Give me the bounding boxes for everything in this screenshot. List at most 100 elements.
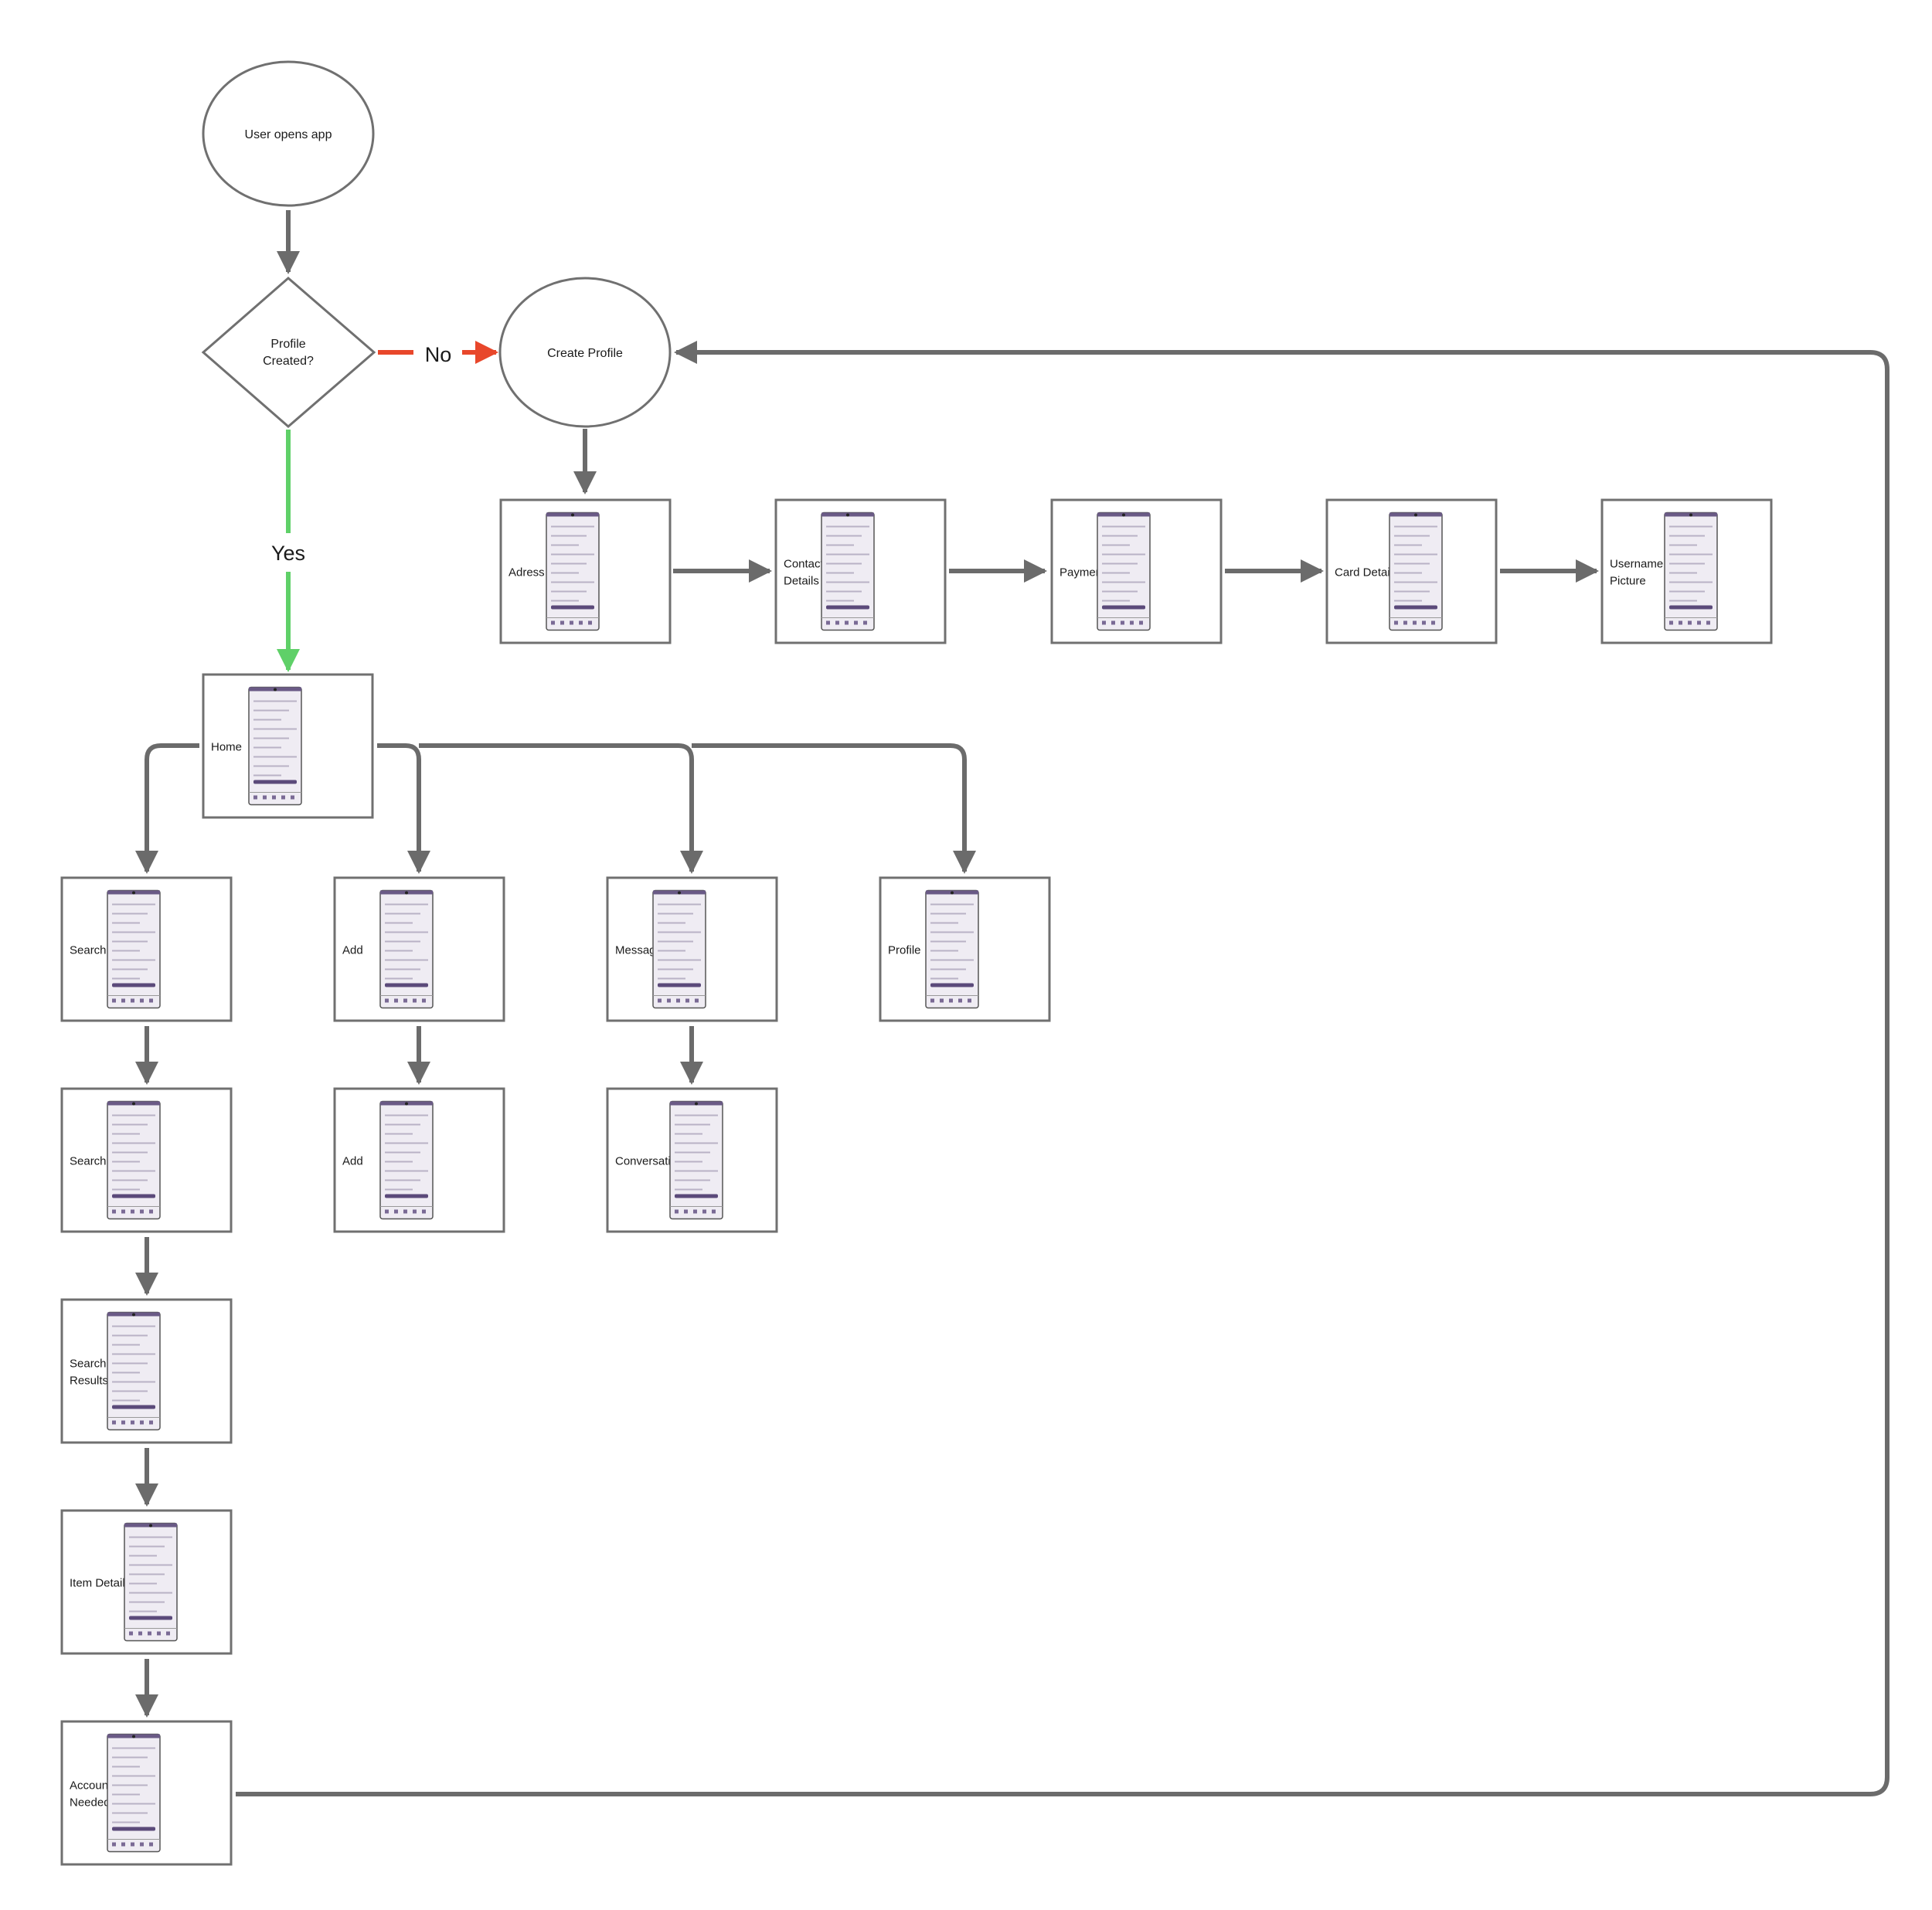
- screen-tab-icon: [394, 1209, 398, 1214]
- screen-tab-icon: [551, 620, 555, 625]
- screen-tab-icon: [1669, 620, 1673, 625]
- step-home-screenshot: [248, 686, 302, 806]
- screen-tab-icon: [588, 620, 592, 625]
- create-profile-ellipse: [498, 277, 672, 428]
- step-item-details-label: Item Details: [70, 1577, 131, 1590]
- screen-frame: [248, 686, 302, 806]
- screen-tab-icon: [1111, 620, 1115, 625]
- screen-frame: [107, 1100, 161, 1220]
- step-contact-details-label-2: Details: [784, 575, 819, 588]
- arrow-home-to-add: [377, 743, 430, 874]
- screen-tab-icon: [695, 998, 699, 1003]
- start-ellipse: [202, 60, 375, 207]
- screen-tab-icon: [1413, 620, 1417, 625]
- screen-tab-icon: [291, 795, 294, 800]
- camera-dot: [274, 688, 277, 692]
- screen-frame: [379, 1100, 434, 1220]
- step-searching-screenshot: [107, 1100, 161, 1220]
- screen-tab-icon: [422, 998, 426, 1003]
- step-profile-screenshot: [925, 889, 979, 1009]
- screen-tab-icon: [157, 1631, 161, 1636]
- step-account-needed-screenshot: [107, 1733, 161, 1853]
- step-payment: Payment: [1050, 498, 1223, 644]
- screen-primary-button: [1669, 605, 1713, 610]
- screen-tab-icon: [1121, 620, 1124, 625]
- screen-frame: [124, 1522, 178, 1642]
- screen-tab-icon: [930, 998, 934, 1003]
- step-item-details-screenshot: [124, 1522, 178, 1642]
- camera-dot: [405, 891, 408, 895]
- screen-tab-icon: [148, 1631, 151, 1636]
- screen-tab-icon: [403, 998, 407, 1003]
- screen-tab-icon: [149, 998, 153, 1003]
- screen-primary-button: [112, 1405, 155, 1409]
- screen-tab-icon: [854, 620, 858, 625]
- camera-dot: [695, 1102, 698, 1106]
- screen-tab-icon: [149, 1209, 153, 1214]
- camera-dot: [846, 513, 849, 517]
- step-add-screenshot: [379, 889, 434, 1009]
- step-search-results-label-2: Results: [70, 1375, 108, 1388]
- screen-tab-icon: [1403, 620, 1407, 625]
- decision-line-1: Profile: [270, 338, 305, 351]
- screen-primary-button: [1102, 605, 1145, 610]
- screen-tab-icon: [394, 998, 398, 1003]
- connectors: [135, 210, 1889, 1796]
- screen-frame: [652, 889, 706, 1009]
- screen-tab-icon: [675, 1209, 679, 1214]
- camera-dot: [132, 1735, 135, 1738]
- step-add-2: Add: [333, 1087, 505, 1233]
- no-label: No: [425, 343, 452, 366]
- screen-frame: [1097, 511, 1151, 631]
- screen-tab-icon: [253, 795, 257, 800]
- screen-primary-button: [826, 605, 869, 610]
- screen-tab-icon: [826, 620, 830, 625]
- screen-tab-icon: [385, 998, 389, 1003]
- screen-tab-icon: [685, 998, 689, 1003]
- screen-tab-icon: [121, 1420, 125, 1425]
- screen-tab-icon: [121, 1842, 125, 1847]
- screen-frame: [1389, 511, 1443, 631]
- step-add-2-screenshot: [379, 1100, 434, 1220]
- screen-tab-icon: [1130, 620, 1134, 625]
- screen-tab-icon: [138, 1631, 142, 1636]
- screen-frame: [379, 889, 434, 1009]
- screen-primary-button: [675, 1194, 718, 1198]
- step-username-picture-screenshot: [1664, 511, 1718, 631]
- step-payment-screenshot: [1097, 511, 1151, 631]
- camera-dot: [1414, 513, 1417, 517]
- screen-primary-button: [112, 983, 155, 987]
- screen-tab-icon: [422, 1209, 426, 1214]
- camera-dot: [132, 891, 135, 895]
- screen-primary-button: [112, 1194, 155, 1198]
- decision-diamond: [201, 277, 376, 428]
- create-profile-label: Create Profile: [547, 347, 623, 360]
- step-conversation: Conversation: [606, 1087, 778, 1233]
- step-account-needed-label-1: Account: [70, 1779, 112, 1793]
- start-node: User opens app: [202, 60, 375, 207]
- screen-tab-icon: [149, 1420, 153, 1425]
- step-contact-details-screenshot: [821, 511, 875, 631]
- screen-frame: [821, 511, 875, 631]
- screen-primary-button: [1394, 605, 1437, 610]
- create-profile-node: Create Profile: [498, 277, 672, 428]
- step-home-label: Home: [211, 741, 242, 754]
- screen-tab-icon: [140, 1842, 144, 1847]
- screen-tab-icon: [131, 1420, 134, 1425]
- screen-tab-icon: [121, 1209, 125, 1214]
- yes-label: Yes: [271, 542, 305, 565]
- screen-primary-button: [930, 983, 974, 987]
- screen-tab-icon: [1139, 620, 1143, 625]
- step-search-label: Search: [70, 944, 107, 957]
- camera-dot: [149, 1524, 152, 1528]
- screen-tab-icon: [272, 795, 276, 800]
- screen-frame: [669, 1100, 723, 1220]
- step-profile: Profile: [879, 876, 1051, 1022]
- step-searching: Searching: [60, 1087, 233, 1233]
- screen-frame: [107, 1733, 161, 1853]
- step-payment-label: Payment: [1060, 566, 1106, 579]
- screen-primary-button: [385, 1194, 428, 1198]
